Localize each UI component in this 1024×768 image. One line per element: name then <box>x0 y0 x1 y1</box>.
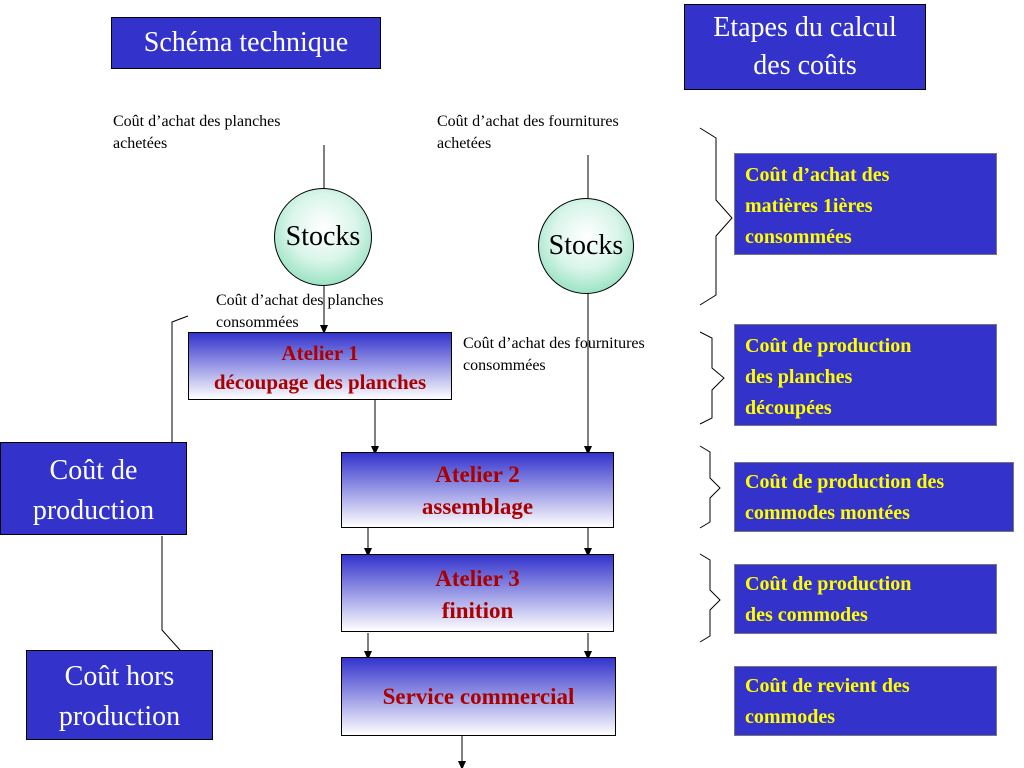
stage-box-revient: Coût de revient des commodes <box>734 666 997 736</box>
cout-production-line1: Coût de <box>49 455 138 486</box>
stocks-planches: Stocks <box>274 188 372 286</box>
purchase-planches-label: Coût d’achat des planches achetées <box>113 111 281 155</box>
left-bracket-lower <box>161 536 181 651</box>
consumed-fournitures-line1: Coût d’achat des fournitures <box>463 335 645 352</box>
header-steps-line2: des coûts <box>753 50 857 81</box>
service-commercial-label: Service commercial <box>382 684 575 709</box>
right-brace-1 <box>699 127 733 306</box>
header-steps-box: Etapes du calcul des coûts <box>684 4 926 90</box>
atelier-3-line1: Atelier 3 <box>435 566 520 591</box>
stage-2-line1: Coût de production <box>745 335 912 357</box>
right-brace-4 <box>699 553 721 643</box>
stage-4-line2: des commodes <box>745 604 868 626</box>
consumed-planches-line2: consommées <box>216 314 299 331</box>
consumed-fournitures-label: Coût d’achat des fournitures consommées <box>463 333 645 377</box>
header-steps-line1: Etapes du calcul <box>713 12 897 43</box>
stage-2-line3: découpées <box>745 397 832 419</box>
purchase-planches-line1: Coût d’achat des planches <box>113 113 281 130</box>
consumed-fournitures-line2: consommées <box>463 357 546 374</box>
purchase-fournitures-line2: achetées <box>437 135 492 152</box>
stocks-fournitures-label: Stocks <box>548 230 624 261</box>
atelier-2-line1: Atelier 2 <box>435 462 520 487</box>
stage-2-line2: des planches <box>745 366 853 388</box>
stage-box-montees: Coût de production des commodes montées <box>734 462 1014 532</box>
purchase-fournitures-line1: Coût d’achat des fournitures <box>437 113 619 130</box>
stage-1-line1: Coût d’achat des <box>745 164 890 186</box>
page-title-text: Schéma technique <box>143 27 349 58</box>
stage-4-line1: Coût de production <box>745 573 912 595</box>
stage-box-commodes: Coût de production des commodes <box>734 564 997 634</box>
atelier-3: Atelier 3 finition <box>341 554 614 632</box>
left-bracket <box>171 315 189 442</box>
cout-production-line2: production <box>32 495 155 526</box>
stage-1-line3: consommées <box>745 226 852 248</box>
stage-3-line2: commodes montées <box>745 502 910 524</box>
stage-5-line1: Coût de revient des <box>745 675 910 697</box>
atelier-1-line1: Atelier 1 <box>281 341 359 365</box>
service-commercial: Service commercial <box>341 657 616 736</box>
right-brace-3 <box>699 445 721 529</box>
cout-production-box: Coût de production <box>0 442 187 535</box>
consumed-planches-line1: Coût d’achat des planches <box>216 292 384 309</box>
purchase-planches-line2: achetées <box>113 135 168 152</box>
stocks-planches-label: Stocks <box>285 221 361 252</box>
stage-box-matieres: Coût d’achat des matières 1ières consomm… <box>734 153 997 255</box>
atelier-1: Atelier 1 découpage des planches <box>188 332 452 400</box>
page-title: Schéma technique <box>111 17 381 69</box>
stage-box-planches: Coût de production des planches découpée… <box>734 324 997 426</box>
stage-3-line1: Coût de production des <box>745 471 945 493</box>
atelier-3-line2: finition <box>441 598 514 623</box>
stage-5-line2: commodes <box>745 706 835 728</box>
cout-hors-production-box: Coût hors production <box>26 650 213 740</box>
right-brace-2 <box>699 331 725 425</box>
atelier-2: Atelier 2 assemblage <box>341 452 614 528</box>
cout-hors-production-line2: production <box>58 701 181 732</box>
cout-hors-production-line1: Coût hors <box>64 661 175 692</box>
atelier-1-line2: découpage des planches <box>213 370 427 394</box>
stocks-fournitures: Stocks <box>538 198 634 294</box>
purchase-fournitures-label: Coût d’achat des fournitures achetées <box>437 111 619 155</box>
stage-1-line2: matières 1ières <box>745 195 873 217</box>
atelier-2-line2: assemblage <box>421 494 534 519</box>
consumed-planches-label: Coût d’achat des planches consommées <box>216 290 384 334</box>
